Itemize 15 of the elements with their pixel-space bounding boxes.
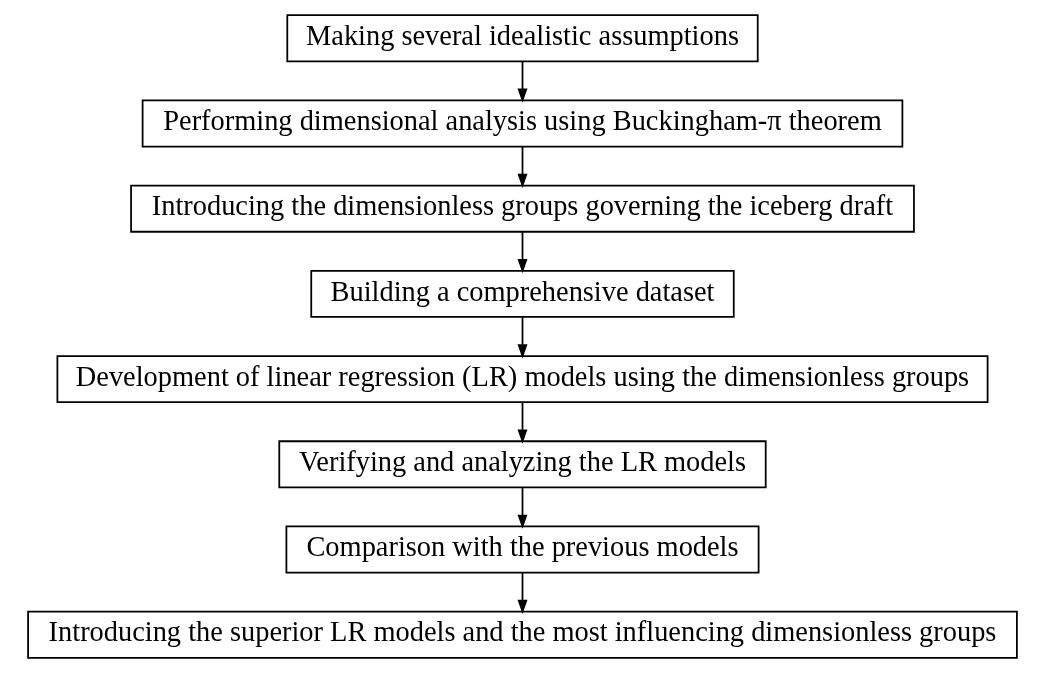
node-box: Introducing the superior LR models and the most influencing dimensionless groups [26, 610, 1018, 659]
arrow [517, 145, 527, 188]
arrow [517, 486, 527, 529]
node-box: Comparison with the previous models [285, 525, 759, 574]
arrow [517, 316, 527, 359]
node-box: Performing dimensional analysis using Buckingham-π theorem [141, 99, 903, 148]
node-box: Introducing the dimensionless groups governing the iceberg draft [129, 184, 915, 233]
arrow [517, 60, 527, 103]
arrow [517, 571, 527, 615]
node-box: Making several idealistic assumptions [285, 14, 759, 63]
node-box: Verifying and analyzing the LR models [277, 440, 767, 489]
node-box: Development of linear regression (LR) models using the dimensionless groups [56, 355, 988, 404]
arrow [517, 231, 527, 274]
node-box: Building a comprehensive dataset [309, 269, 735, 318]
arrow [517, 401, 527, 444]
